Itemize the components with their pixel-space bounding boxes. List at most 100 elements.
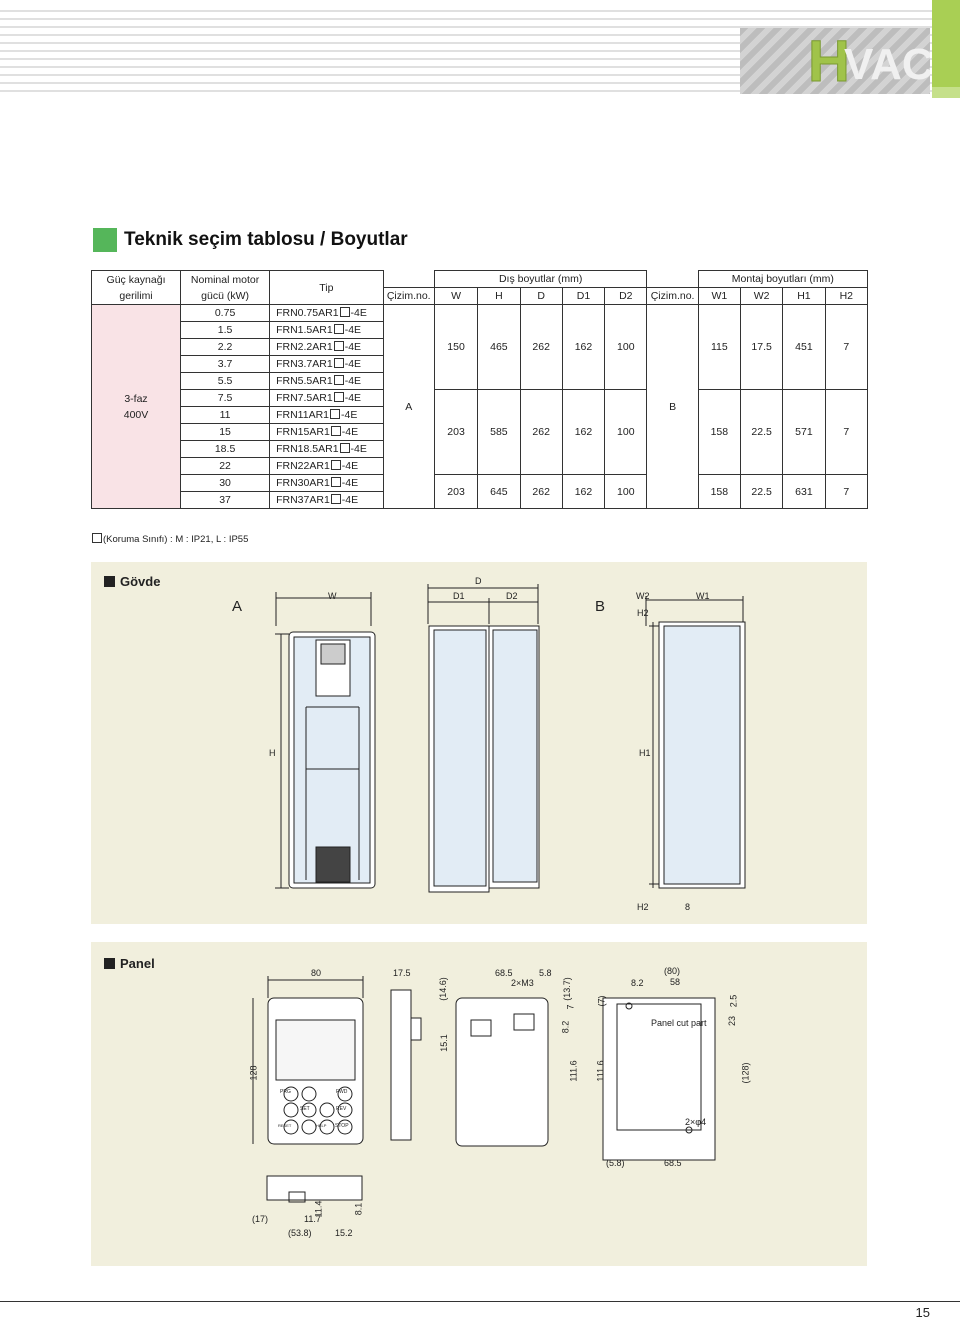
dim-128-paren: (128) (740, 1062, 751, 1084)
footer-rule (0, 1301, 960, 1302)
key-reset: RESET (278, 1123, 292, 1128)
col-drawno2-header: Çizim.no. (646, 287, 699, 305)
table-row-type: FRN5.5AR1-4E (269, 372, 384, 390)
key-set: SET (300, 1106, 310, 1112)
g1-h2: 7 (824, 389, 869, 475)
table-row-kw: 1.5 (180, 321, 271, 339)
dim-h: H (269, 748, 276, 758)
col-d2-header: D2 (604, 287, 648, 305)
dim-68-5: 68.5 (495, 968, 513, 978)
col-d1-header: D1 (561, 287, 606, 305)
title-marker (93, 228, 117, 252)
g2-d1: 162 (561, 474, 606, 509)
dim-5-8-paren: (5.8) (606, 1158, 625, 1168)
dim-2xm3: 2×M3 (511, 978, 534, 988)
g1-h1: 571 (782, 389, 826, 475)
table-row-kw: 2.2 (180, 338, 271, 356)
dim-d2: D2 (506, 591, 518, 601)
dim-8-2-b: 8.2 (631, 978, 644, 988)
g1-d2: 100 (604, 389, 648, 475)
dim-15-2: 15.2 (335, 1228, 353, 1238)
table-row-type: FRN11AR1-4E (269, 406, 384, 424)
drawing-b-cell: B (646, 304, 699, 509)
g1-w1: 158 (697, 389, 741, 475)
dim-17-paren: (17) (252, 1214, 269, 1224)
dim-2-5: 2.5 (728, 994, 739, 1008)
g0-w1: 115 (697, 304, 741, 390)
body-section-title: Gövde (104, 574, 160, 589)
g1-w2: 22.5 (739, 389, 784, 475)
dim-128: 128 (248, 1065, 259, 1081)
green-accent-bar-light (932, 87, 960, 98)
g1-w: 203 (433, 389, 479, 475)
col-w1-header: W1 (697, 287, 741, 305)
g0-h2: 7 (824, 304, 869, 390)
dim-11-7: 11.7 (304, 1214, 321, 1224)
col-h1-header: H1 (782, 287, 826, 305)
g1-d: 262 (519, 389, 563, 475)
dim-80-paren: (80) (664, 966, 681, 976)
dim-8: 8 (685, 902, 691, 912)
dim-58: 58 (670, 977, 681, 987)
table-row-kw: 30 (180, 474, 271, 492)
col-w2-header: W2 (739, 287, 784, 305)
g1-d1: 162 (561, 389, 606, 475)
keypad-drawings-panel: Panel 80 128 17.5 (14.6) 15.1 68.5 5.8 2… (91, 942, 867, 1266)
table-row-kw: 15 (180, 423, 271, 441)
page-title: Teknik seçim tablosu / Boyutlar (124, 229, 408, 250)
dim-8-1: 8.1 (353, 1202, 364, 1216)
dim-111-6: 111.6 (568, 1060, 579, 1082)
col-motor-header: Nominal motor gücü (kW) (180, 270, 271, 305)
g2-d2: 100 (604, 474, 648, 509)
key-prg: PRG (280, 1089, 291, 1095)
col-type-header: Tip (269, 270, 384, 305)
table-row-kw: 7.5 (180, 389, 271, 407)
dim-17-5: 17.5 (393, 968, 411, 978)
dim-w1: W1 (696, 591, 710, 601)
col-h-header: H (477, 287, 521, 305)
dim-15-1: 15.1 (438, 1034, 449, 1052)
g2-h2: 7 (824, 474, 869, 509)
dim-111-6-b: 111.6 (595, 1060, 606, 1082)
dim-68-5-b: 68.5 (664, 1158, 682, 1168)
green-accent-bar (932, 0, 960, 87)
keypad-drawings (252, 976, 716, 1203)
g2-w1: 158 (697, 474, 741, 509)
spec-table: Güç kaynağı gerilimi Nominal motor gücü … (90, 270, 869, 509)
dim-w2: W2 (636, 591, 650, 601)
drawing-label-b: B (595, 598, 606, 615)
col-h2-header: H2 (824, 287, 869, 305)
g2-w2: 22.5 (739, 474, 784, 509)
table-row-kw: 3.7 (180, 355, 271, 373)
g2-h: 645 (477, 474, 521, 509)
body-drawings (275, 584, 746, 893)
col-outer-header: Dış boyutlar (mm) (433, 270, 648, 288)
dim-w: W (328, 591, 337, 601)
table-row-kw: 18.5 (180, 440, 271, 458)
dim-7-paren: (7) (596, 995, 607, 1007)
dim-80: 80 (311, 968, 322, 978)
col-drawno-header: Çizim.no. (382, 287, 435, 305)
dim-d1: D1 (453, 591, 465, 601)
g2-h1: 631 (782, 474, 826, 509)
table-row-kw: 11 (180, 406, 271, 424)
page-number: 15 (915, 1305, 930, 1320)
g0-d2: 100 (604, 304, 648, 390)
g0-d: 262 (519, 304, 563, 390)
dim-8-2: 8.2 (560, 1020, 571, 1034)
g0-d1: 162 (561, 304, 606, 390)
g2-d: 262 (519, 474, 563, 509)
dim-h2-bottom: H2 (637, 902, 649, 912)
key-stop: STOP (335, 1123, 349, 1129)
col-mount-header: Montaj boyutları (mm) (697, 270, 869, 288)
dim-53-8: (53.8) (288, 1228, 312, 1238)
g0-h1: 451 (782, 304, 826, 390)
dim-2xphi4: 2×φ4 (685, 1117, 707, 1127)
panel-cut-label: Panel cut part (651, 1018, 707, 1028)
g0-w: 150 (433, 304, 479, 390)
dim-7: 7 (565, 1004, 576, 1010)
g1-h: 585 (477, 389, 521, 475)
dim-h2-top: H2 (637, 608, 649, 618)
key-rev: REV (336, 1106, 347, 1112)
